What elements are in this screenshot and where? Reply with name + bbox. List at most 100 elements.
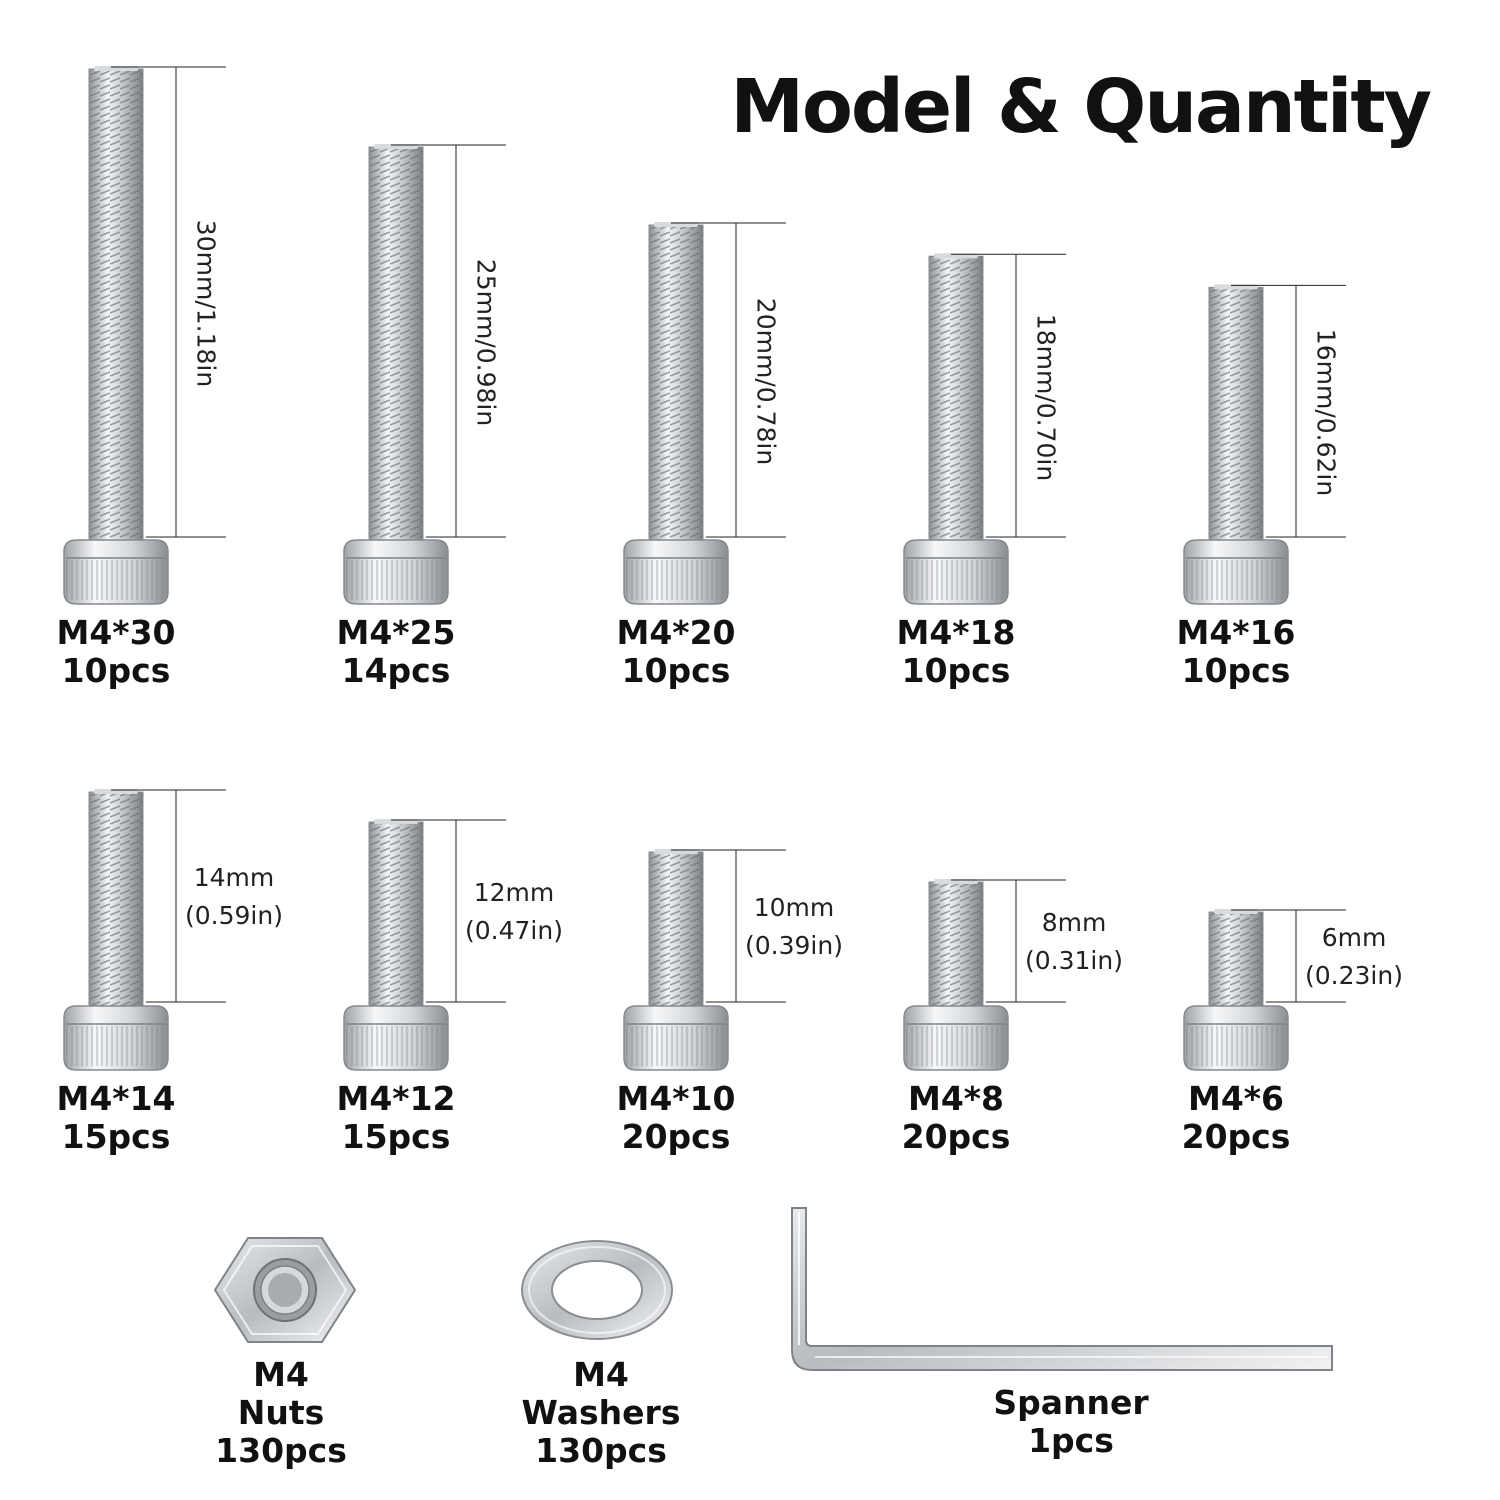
spanner-qty: 1pcs xyxy=(1028,1421,1114,1460)
washer-icon xyxy=(521,1240,673,1340)
washers-label: M4 Washers 130pcs xyxy=(522,1356,681,1470)
screw-qty: 20pcs xyxy=(1181,1117,1291,1156)
dimension-line-9 xyxy=(951,879,1066,1003)
dimension-line-4 xyxy=(951,253,1066,538)
screw-10 xyxy=(1183,909,1289,1071)
dimension-label: 10mm (0.39in) xyxy=(745,889,843,965)
screw-qty: 10pcs xyxy=(1181,651,1291,690)
screw-knurl xyxy=(626,1026,726,1066)
washers-qty: 130pcs xyxy=(535,1431,667,1470)
screw-model: M4*20 xyxy=(616,613,736,652)
screw-thread xyxy=(89,69,143,543)
screw-group xyxy=(63,66,1346,1071)
screw-model: M4*12 xyxy=(336,1079,456,1118)
screw-qty: 10pcs xyxy=(901,651,1011,690)
dimension-label: 14mm(0.59in) xyxy=(185,859,283,935)
screw-model: M4*8 xyxy=(907,1079,1005,1118)
nuts-name: Nuts xyxy=(237,1393,325,1432)
screw-knurl xyxy=(906,1026,1006,1066)
screw-model: M4*25 xyxy=(336,613,456,652)
screw-thread xyxy=(649,852,703,1008)
nuts-label: M4 Nuts 130pcs xyxy=(215,1356,347,1470)
screw-qty: 20pcs xyxy=(901,1117,1011,1156)
screw-qty: 15pcs xyxy=(341,1117,451,1156)
screw-thread xyxy=(369,822,423,1008)
dimension-label: 25mm/0.98in xyxy=(471,258,501,427)
hex-nut-icon xyxy=(213,1237,357,1343)
screw-4 xyxy=(903,253,1009,605)
screw-knurl xyxy=(1186,560,1286,600)
dimension-label: 16mm/0.62in xyxy=(1311,328,1341,497)
screw-9 xyxy=(903,879,1009,1071)
screw-model: M4*16 xyxy=(1176,613,1296,652)
screw-qty: 10pcs xyxy=(61,651,171,690)
dimension-line-1 xyxy=(111,66,226,538)
dimension-label: 20mm/0.78in xyxy=(751,297,781,466)
dimension-mm: 6mm xyxy=(1321,923,1387,952)
screw-knurl xyxy=(346,560,446,600)
screw-knurl xyxy=(906,560,1006,600)
dimension-mm: 12mm xyxy=(473,878,555,907)
washers-size: M4 xyxy=(573,1355,629,1394)
screw-8 xyxy=(623,849,729,1071)
screw-model: M4*10 xyxy=(616,1079,736,1118)
dimension-label: 12mm (0.47in) xyxy=(465,874,563,950)
washers-name: Washers xyxy=(521,1393,681,1432)
dimension-mm: 10mm xyxy=(753,893,835,922)
spanner-label: Spanner 1pcs xyxy=(993,1384,1148,1460)
dimension-line-5 xyxy=(1231,284,1346,538)
screw-2 xyxy=(343,144,449,605)
dimension-in: (0.59in) xyxy=(185,901,283,930)
dimension-line-3 xyxy=(671,222,786,538)
screw-thread xyxy=(89,792,143,1008)
screw-model: M4*30 xyxy=(56,613,176,652)
page-title: Model & Quantity xyxy=(730,64,1432,150)
screw-qty: 10pcs xyxy=(621,651,731,690)
screw-knurl xyxy=(626,560,726,600)
dimension-label: 8mm(0.31in) xyxy=(1025,904,1123,980)
screw-3 xyxy=(623,222,729,605)
screw-model: M4*6 xyxy=(1187,1079,1285,1118)
dimension-line-10 xyxy=(1231,909,1346,1003)
dimension-label: 6mm (0.23in) xyxy=(1305,919,1403,995)
dimension-line-2 xyxy=(391,144,506,538)
dimension-line-6 xyxy=(111,789,226,1003)
dimension-in: (0.23in) xyxy=(1305,961,1403,990)
screw-7 xyxy=(343,819,449,1071)
screw-qty: 14pcs xyxy=(341,651,451,690)
screw-thread xyxy=(1209,912,1263,1008)
dimension-in: (0.47in) xyxy=(465,916,563,945)
screw-qty: 15pcs xyxy=(61,1117,171,1156)
screw-thread xyxy=(1209,287,1263,543)
dimension-mm: 8mm xyxy=(1041,908,1107,937)
screw-model: M4*14 xyxy=(56,1079,176,1118)
screw-5 xyxy=(1183,284,1289,605)
screw-6 xyxy=(63,789,169,1071)
screw-thread xyxy=(649,225,703,543)
screw-qty: 20pcs xyxy=(621,1117,731,1156)
screw-knurl xyxy=(1186,1026,1286,1066)
hardware-group xyxy=(213,1207,1333,1371)
dimension-line-8 xyxy=(671,849,786,1003)
screw-knurl xyxy=(66,1026,166,1066)
dimension-in: (0.39in) xyxy=(745,931,843,960)
screw-knurl xyxy=(346,1026,446,1066)
screw-model: M4*18 xyxy=(896,613,1016,652)
dimension-line-7 xyxy=(391,819,506,1003)
hex-key-icon xyxy=(791,1207,1333,1371)
screw-knurl xyxy=(66,560,166,600)
screw-thread xyxy=(929,256,983,543)
nuts-qty: 130pcs xyxy=(215,1431,347,1470)
spanner-name: Spanner xyxy=(993,1383,1149,1422)
dimension-label: 30mm/1.18in xyxy=(191,219,221,388)
